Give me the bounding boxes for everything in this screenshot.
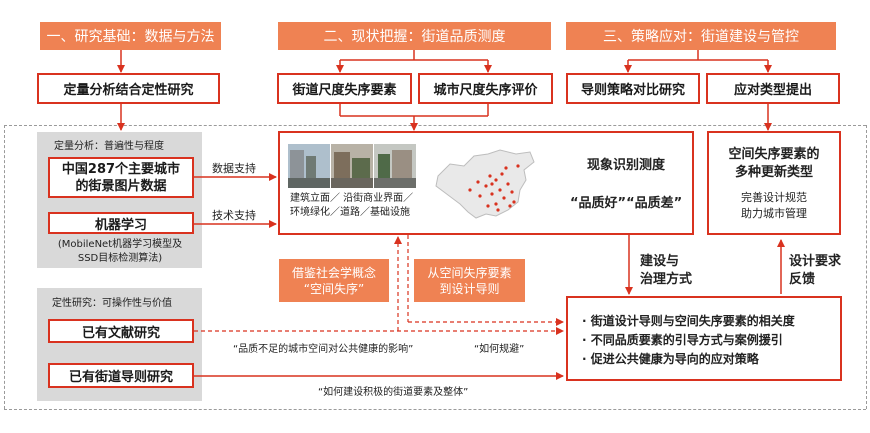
label-tech-support: 技术支持	[212, 209, 256, 222]
ml-note: (MobileNet机器学习模型及 SSD目标检测算法)	[40, 238, 200, 266]
quality-label: “品质好”“品质差”	[570, 196, 683, 211]
feedback-line1: 设计要求	[789, 254, 842, 269]
strategy-item: · 街道设计导则与空间失序要素的相关度	[582, 314, 795, 328]
box-response-types: 应对类型提出	[706, 73, 840, 104]
right-update-types-box: 空间失序要素的 多种更新类型 完善设计规范 助力城市管理	[707, 131, 841, 235]
ml-note-line2: SSD目标检测算法)	[77, 253, 163, 264]
box-machine-learning: 机器学习	[48, 212, 194, 234]
concept1-line2: “空间失序”	[303, 281, 365, 296]
data-box-line1: 中国287个主要城市	[61, 161, 181, 177]
label-data-support: 数据支持	[212, 162, 256, 175]
concept1-line1: 借鉴社会学概念	[291, 265, 376, 280]
right-dashed-border	[866, 125, 867, 409]
header-strategy: 三、策略应对：街道建设与管控	[566, 22, 836, 50]
box-street-elements: 街道尺度失序要素	[277, 73, 412, 104]
box-guideline-compare: 导则策略对比研究	[566, 73, 700, 104]
quote-how-build: “如何建设积极的街道要素及整体”	[318, 387, 469, 398]
quote-how-avoid: “如何规避”	[474, 344, 525, 355]
update-line4: 助力城市管理	[741, 207, 807, 220]
concept2-line1: 从空间失序要素	[427, 265, 512, 280]
strategy-item: · 不同品质要素的引导方式与案例援引	[582, 333, 783, 347]
quote-health-impact: “品质不足的城市空间对公共健康的影响”	[233, 344, 414, 355]
data-box-line2: 的街景图片数据	[75, 178, 167, 194]
header-research-basis: 一、研究基础：数据与方法	[40, 22, 221, 50]
qual-title: 定性研究：可操作性与价值	[52, 298, 172, 309]
recognition-label: 现象识别测度	[587, 158, 666, 173]
street-photos	[288, 144, 416, 188]
label-build-governance: 建设与 治理方式	[640, 253, 692, 289]
concept-box-guideline: 从空间失序要素 到设计导则	[414, 259, 525, 302]
box-guidelines: 已有街道导则研究	[48, 363, 194, 388]
update-types-title: 空间失序要素的 多种更新类型	[709, 146, 839, 182]
china-map	[435, 149, 535, 219]
build-line1: 建设与	[640, 254, 680, 269]
label-design-feedback: 设计要求 反馈	[789, 253, 841, 289]
box-literature: 已有文献研究	[48, 319, 194, 343]
china-map-icon	[430, 146, 538, 226]
ml-note-line1: (MobileNet机器学习模型及	[57, 239, 183, 250]
update-types-note: 完善设计规范 助力城市管理	[709, 190, 839, 222]
strategy-item: · 促进公共健康为导向的应对策略	[582, 352, 759, 366]
element-caption: 建筑立面／ 沿街商业界面／ 环境绿化／道路／基础设施	[290, 192, 413, 220]
bottom-dashed-divider	[4, 409, 866, 410]
box-city-eval: 城市尺度失序评价	[418, 73, 553, 104]
left-dashed-border	[4, 125, 5, 409]
quant-title: 定量分析：普遍性与程度	[54, 141, 164, 152]
strategy-list-box: · 街道设计导则与空间失序要素的相关度 · 不同品质要素的引导方式与案例援引 ·…	[566, 296, 842, 381]
caption-line2: 环境绿化／道路／基础设施	[290, 207, 410, 218]
caption-line1: 建筑立面／ 沿街商业界面／	[290, 193, 414, 204]
box-method: 定量分析结合定性研究	[37, 73, 220, 104]
update-line2: 多种更新类型	[734, 165, 813, 180]
concept2-line2: 到设计导则	[439, 281, 500, 296]
build-line2: 治理方式	[640, 272, 693, 287]
top-dashed-divider	[4, 125, 866, 126]
update-line3: 完善设计规范	[741, 191, 807, 204]
street-photo-strip	[288, 144, 416, 188]
quant-panel	[37, 132, 202, 268]
concept-box-disorder: 借鉴社会学概念 “空间失序”	[279, 259, 389, 302]
feedback-line2: 反馈	[789, 272, 816, 287]
update-line1: 空间失序要素的	[728, 147, 820, 162]
header-status: 二、现状把握：街道品质测度	[278, 22, 551, 50]
box-street-view-data: 中国287个主要城市 的街景图片数据	[48, 157, 194, 198]
